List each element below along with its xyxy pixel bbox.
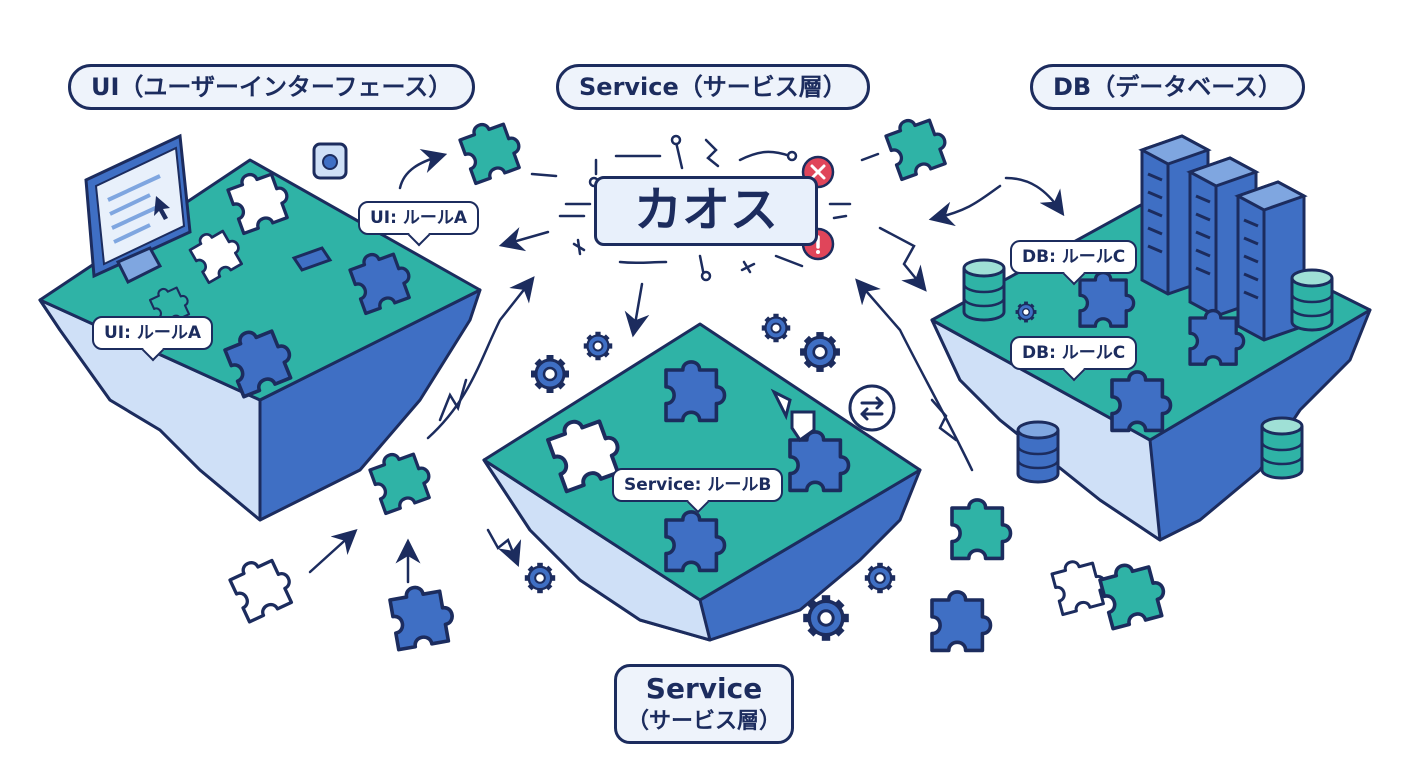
chaos-label: カオス (594, 176, 818, 246)
block-icon (291, 246, 333, 272)
gear-icon (312, 142, 348, 180)
service-label-line1: Service (645, 672, 763, 705)
service-island (482, 322, 922, 642)
swap-icon (848, 384, 896, 432)
service-rule-b-bubble: Service: ルールB (612, 468, 784, 502)
ui-rule-a-bubble: UI: ルールA (358, 201, 480, 235)
service-layer-header: Service（サービス層） (556, 64, 870, 110)
db-rule-c-bubble: DB: ルールC (1010, 240, 1138, 274)
ui-rule-a-bubble: UI: ルールA (92, 316, 214, 350)
flow-arrows (308, 149, 1065, 584)
db-rule-c-bubble: DB: ルールC (1010, 336, 1138, 370)
monitor-icon (84, 133, 192, 285)
chaos-decor (558, 138, 852, 278)
service-label-line2: （サービス層） (626, 709, 781, 734)
service-layer-label: Service （サービス層） (614, 664, 794, 744)
ui-layer-header: UI（ユーザーインターフェース） (68, 64, 476, 110)
db-layer-header: DB（データベース） (1030, 64, 1306, 110)
